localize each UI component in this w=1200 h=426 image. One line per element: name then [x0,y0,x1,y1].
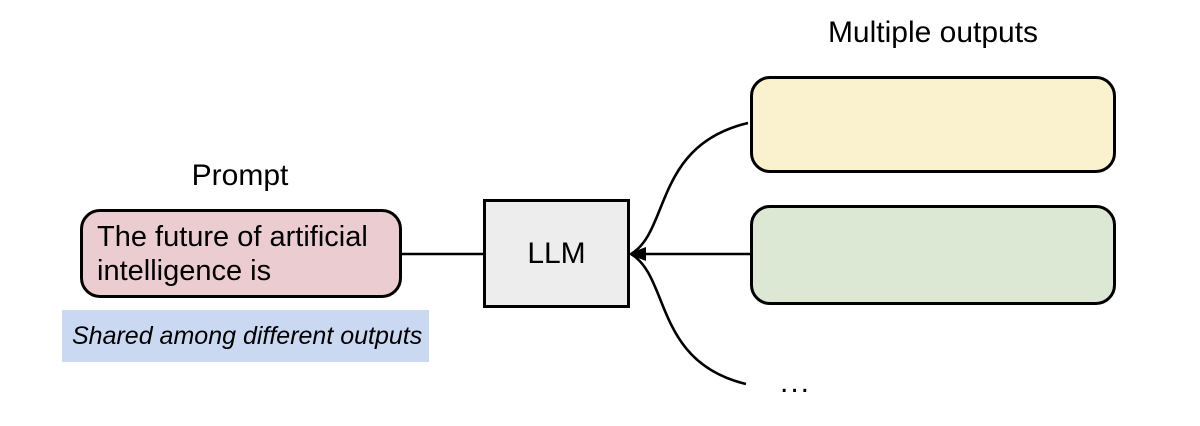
llm-to-output-top-curve [630,121,749,256]
prompt-box: The future of artificial intelligence is [80,209,402,298]
arrowhead-icon [628,247,646,261]
prompt-box-text: The future of artificial intelligence is [97,220,368,287]
llm-label: LLM [527,236,586,270]
output-box-2 [750,205,1116,305]
ellipsis: ... [780,366,812,399]
multiple-outputs-label: Multiple outputs [827,16,1039,49]
llm-box: LLM [483,199,630,308]
shared-note-text: Shared among different outputs [72,322,423,350]
output-box-1 [750,76,1116,173]
llm-to-output-bottom-curve [630,252,747,386]
prompt-label: Prompt [191,159,289,192]
shared-note: Shared among different outputs [62,310,429,362]
